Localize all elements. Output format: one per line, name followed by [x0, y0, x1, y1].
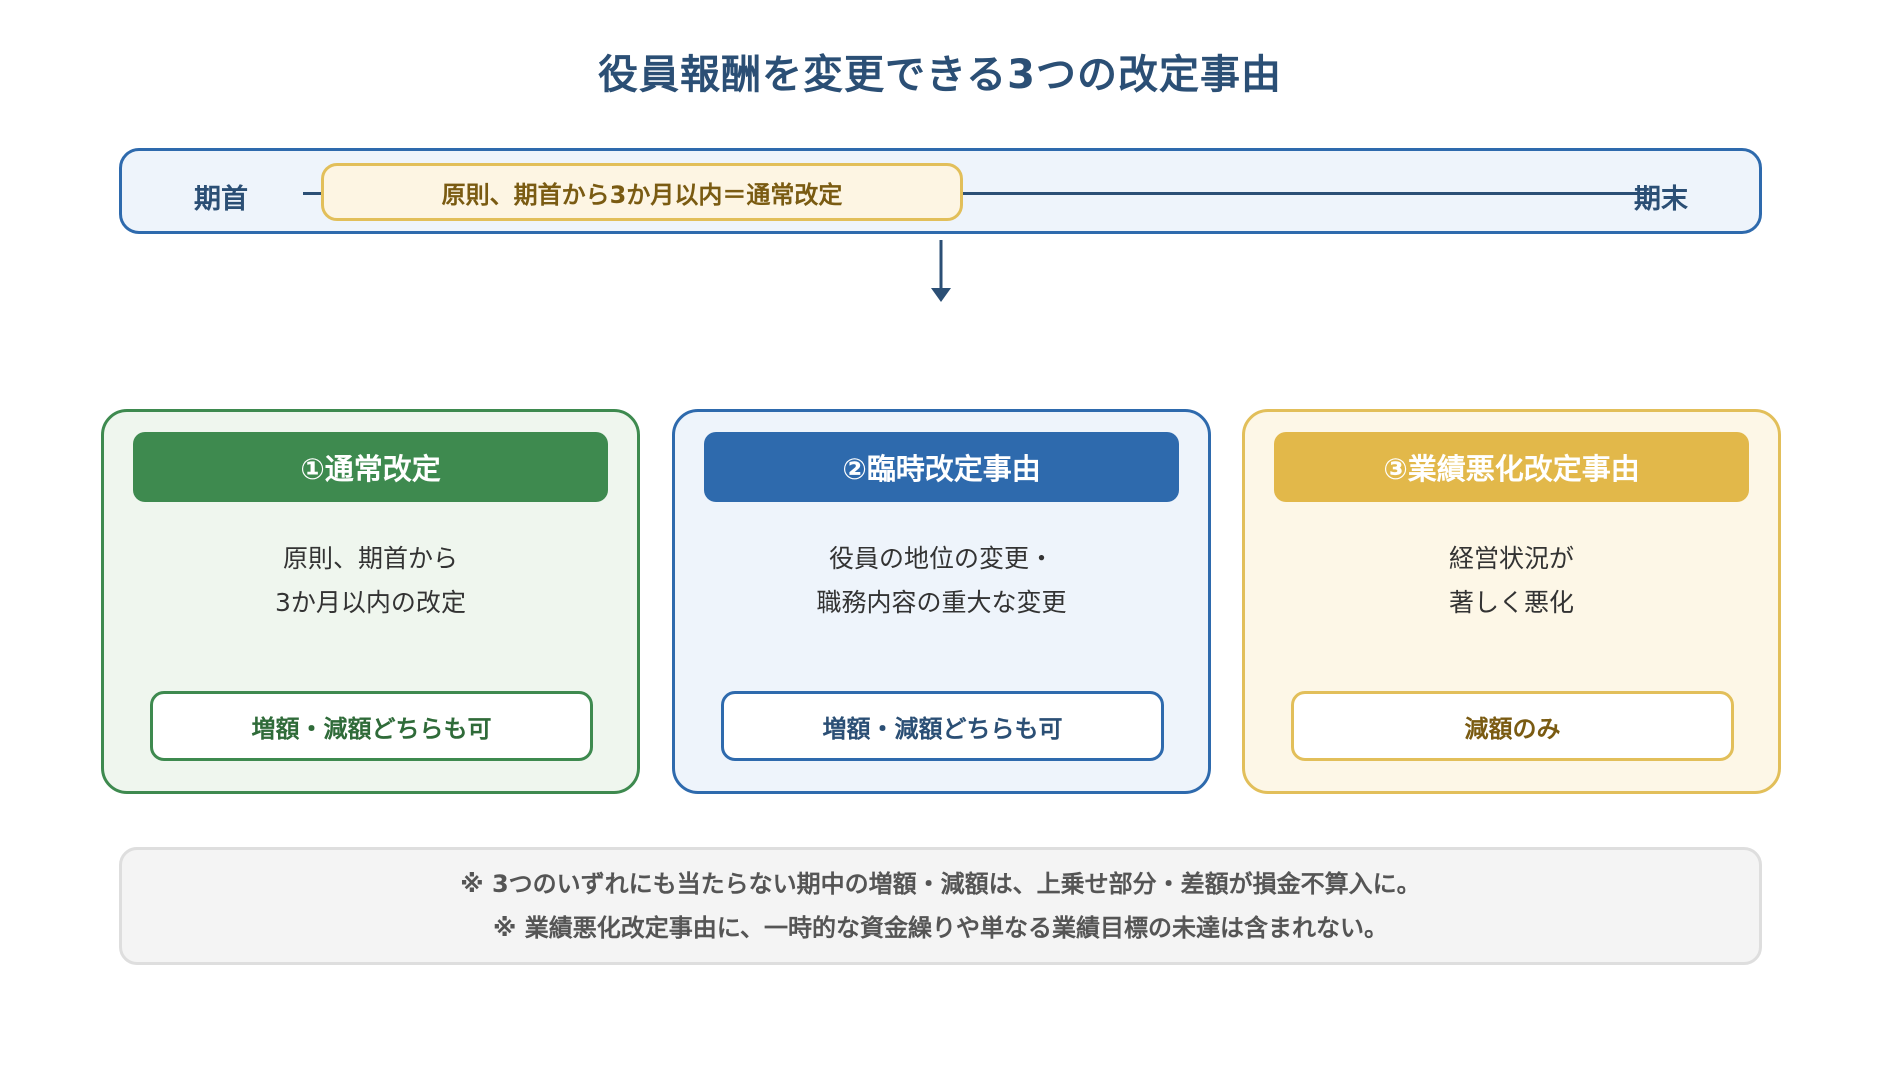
card-allowance-tag: 減額のみ [1291, 691, 1734, 761]
notes-box: ※ 3つのいずれにも当たらない期中の増額・減額は、上乗せ部分・差額が損金不算入に… [119, 847, 1762, 965]
card-heading: ①通常改定 [133, 432, 608, 502]
card-allowance-tag: 増額・減額どちらも可 [150, 691, 593, 761]
card-allowance-tag: 増額・減額どちらも可 [721, 691, 1164, 761]
card-description: 経営状況が 著しく悪化 [1245, 537, 1778, 625]
card-description-line: 経営状況が [1448, 544, 1574, 573]
timeline-start-label: 期首 [194, 184, 248, 215]
card-heading: ③業績悪化改定事由 [1274, 432, 1749, 502]
card-description: 原則、期首から 3か月以内の改定 [104, 537, 637, 625]
card-description-line: 著しく悪化 [1448, 588, 1574, 617]
card-description-line: 原則、期首から [282, 544, 458, 573]
note-line: ※ 業績悪化改定事由に、一時的な資金繰りや単なる業績目標の未達は含まれない。 [493, 914, 1388, 942]
down-arrow-icon [931, 240, 951, 302]
timeline-end-label: 期末 [1634, 184, 1688, 215]
fiscal-period-timeline: 期首 期末 原則、期首から3か月以内＝通常改定 [119, 148, 1762, 234]
card-description: 役員の地位の変更・ 職務内容の重大な変更 [675, 537, 1208, 625]
note-line: ※ 3つのいずれにも当たらない期中の増額・減額は、上乗せ部分・差額が損金不算入に… [460, 870, 1421, 898]
timeline-line [303, 192, 1657, 195]
card-description-line: 3か月以内の改定 [275, 588, 466, 617]
card-extraordinary-revision: ②臨時改定事由 役員の地位の変更・ 職務内容の重大な変更 増額・減額どちらも可 [672, 409, 1211, 794]
card-performance-deterioration: ③業績悪化改定事由 経営状況が 著しく悪化 減額のみ [1242, 409, 1781, 794]
card-heading: ②臨時改定事由 [704, 432, 1179, 502]
page-title: 役員報酬を変更できる3つの改定事由 [597, 52, 1283, 98]
card-description-line: 役員の地位の変更・ [828, 544, 1054, 573]
regular-revision-window: 原則、期首から3か月以内＝通常改定 [321, 163, 963, 221]
card-regular-revision: ①通常改定 原則、期首から 3か月以内の改定 増額・減額どちらも可 [101, 409, 640, 794]
card-description-line: 職務内容の重大な変更 [816, 588, 1067, 617]
